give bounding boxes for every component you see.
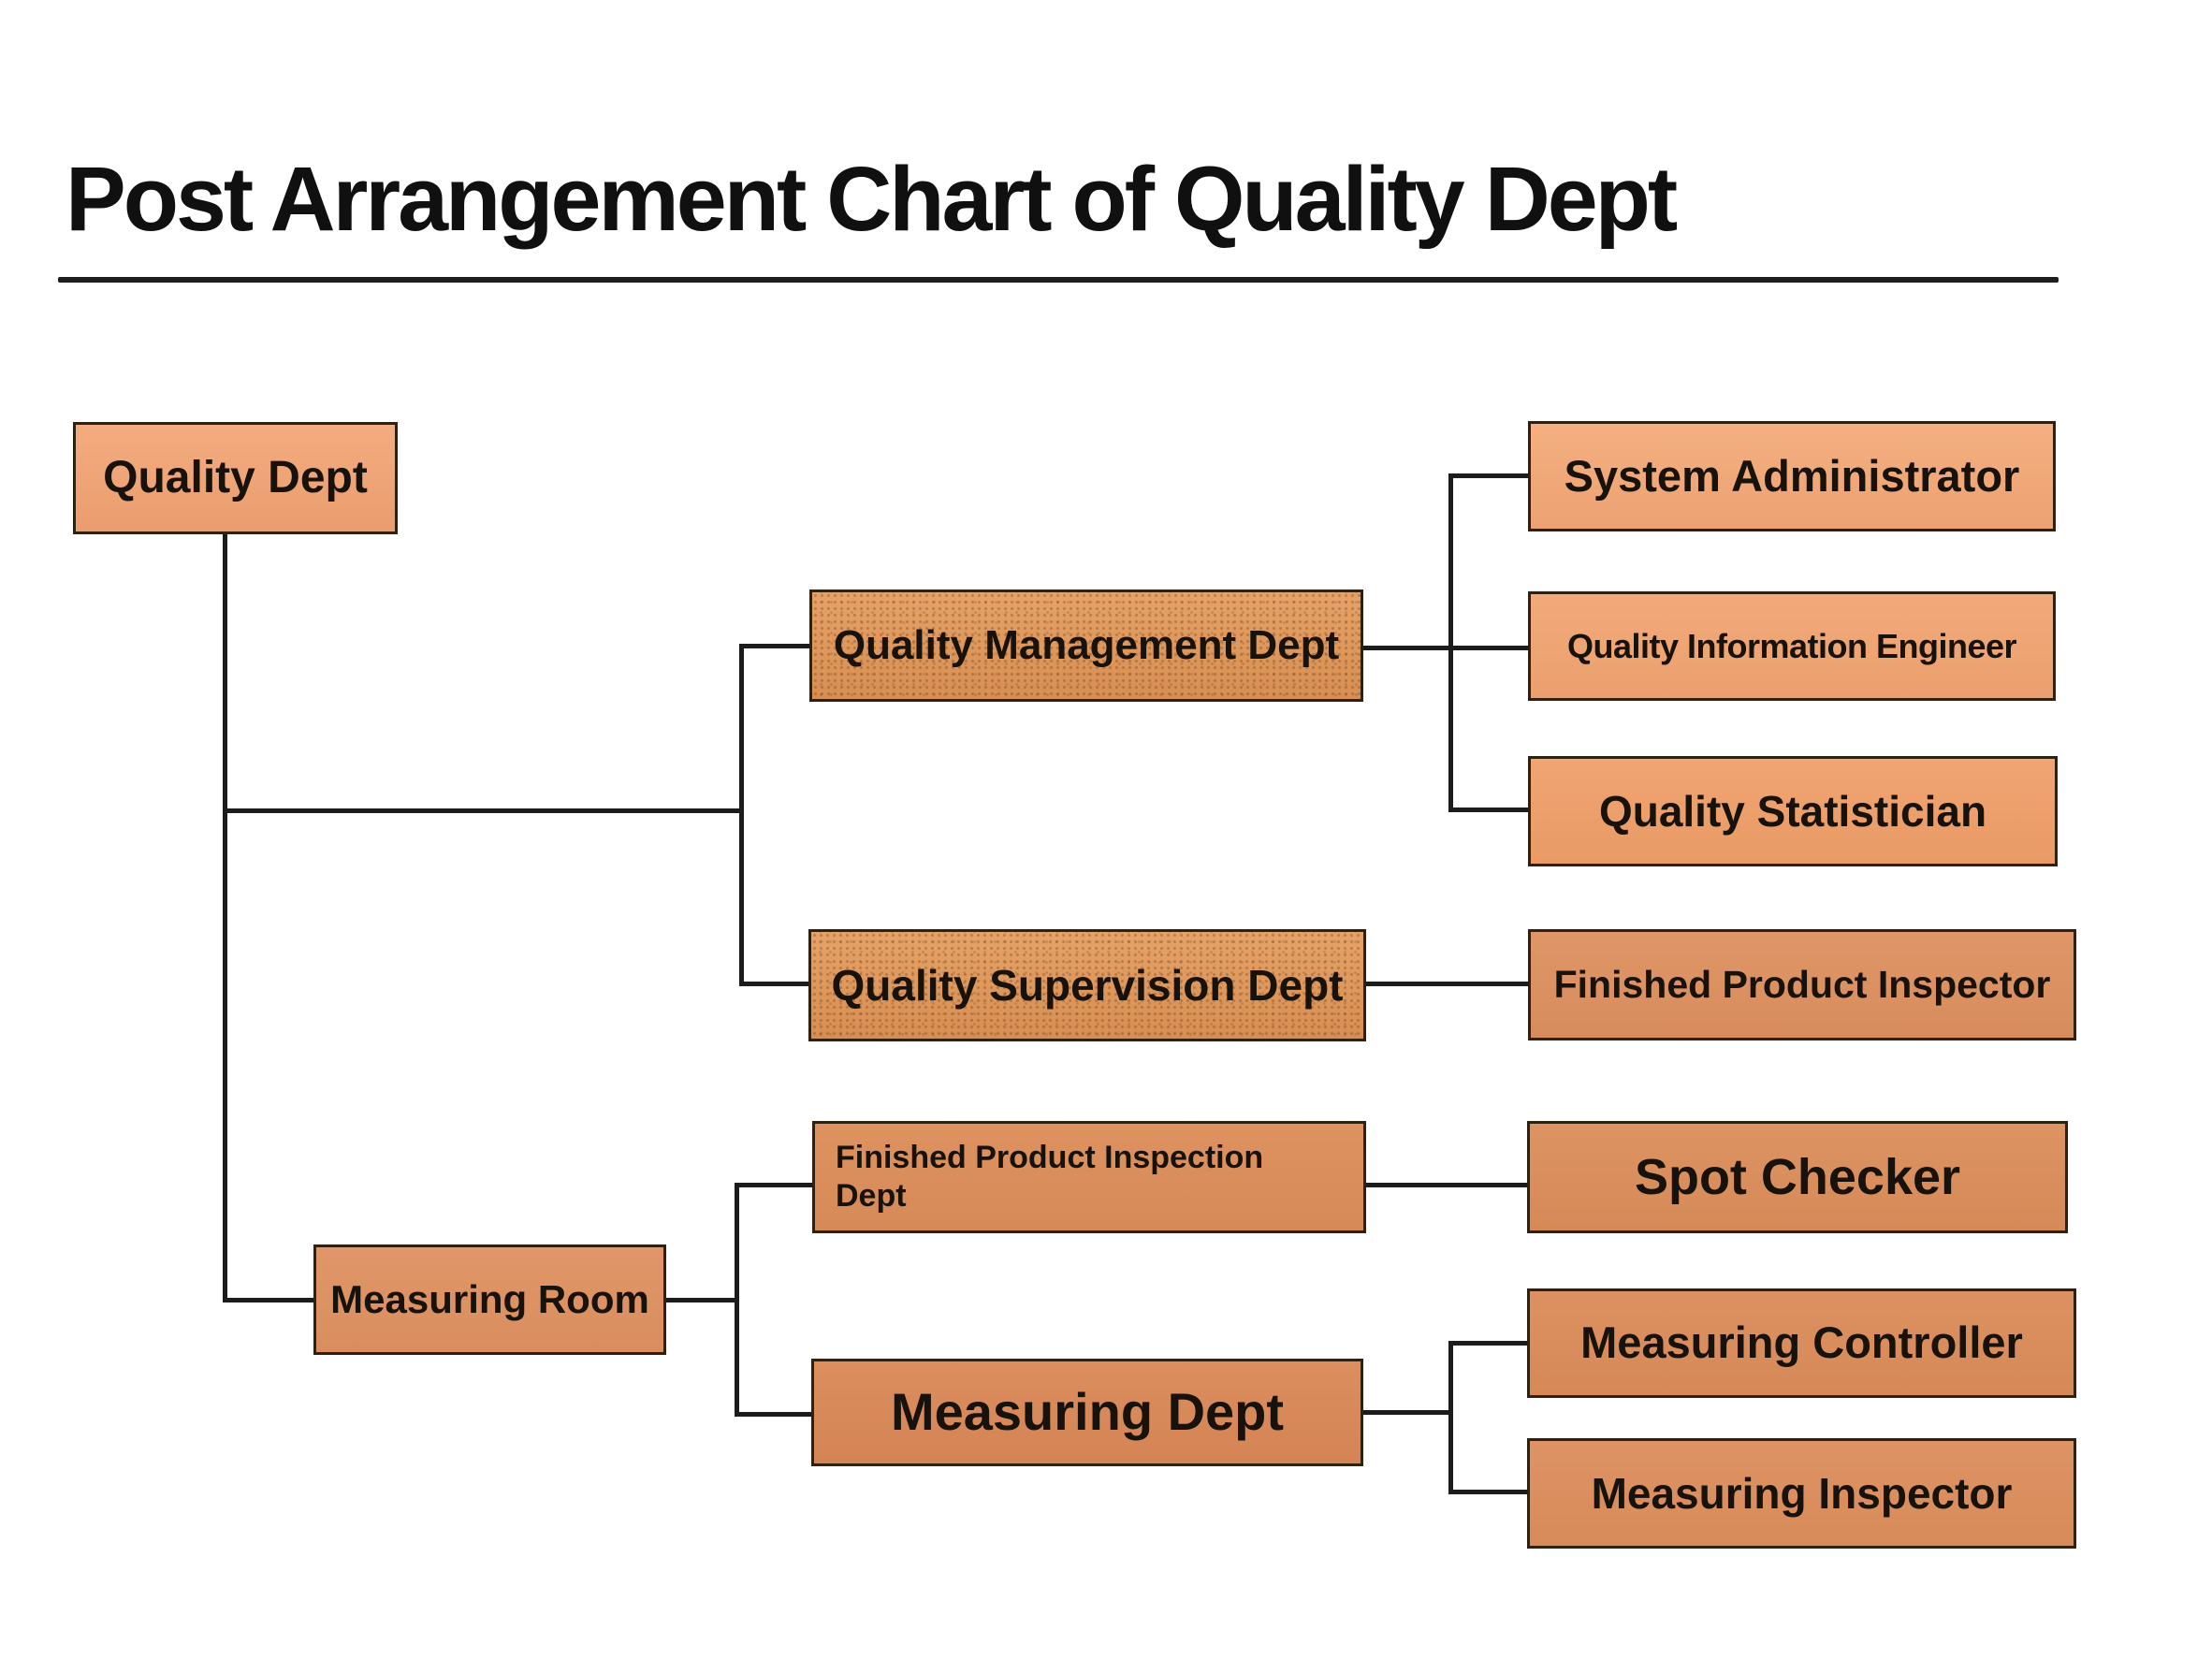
node-spot-checker: Spot Checker <box>1527 1121 2068 1233</box>
connector-rail-management-supervision <box>739 644 744 986</box>
connector-stub-measuring-dept <box>735 1412 813 1417</box>
connector-stub-quality-statistician <box>1448 808 1530 812</box>
node-label: System Administrator <box>1564 450 2020 501</box>
connector-trunk-vertical <box>223 533 227 1302</box>
connector-rail-measuring-dept-children <box>1448 1341 1453 1494</box>
connector-stub-quality-supervision <box>739 982 811 986</box>
connector-stub-quality-management <box>739 644 812 648</box>
node-quality-statistician: Quality Statistician <box>1528 756 2058 866</box>
connector-stub-system-administrator <box>1448 473 1530 478</box>
title-underline <box>58 277 2059 283</box>
connector-branch-management <box>223 808 744 813</box>
node-label: Spot Checker <box>1634 1148 1961 1205</box>
connector-quality-management-children <box>1361 646 1530 650</box>
node-measuring-room: Measuring Room <box>313 1244 666 1355</box>
node-label: Quality Management Dept <box>833 621 1340 668</box>
node-finished-product-inspection-dept: Finished Product Inspection Dept <box>812 1121 1366 1233</box>
node-quality-management-dept: Quality Management Dept <box>809 589 1363 702</box>
node-label: Measuring Dept <box>890 1382 1285 1442</box>
node-label: Quality Supervision Dept <box>831 960 1344 1010</box>
node-quality-supervision-dept: Quality Supervision Dept <box>808 929 1366 1041</box>
connector-rail-measuring-room-children <box>735 1183 739 1417</box>
connector-measuring-room-children <box>664 1298 739 1302</box>
node-label: Quality Information Engineer <box>1566 626 2017 665</box>
node-label: Measuring Room <box>330 1276 649 1321</box>
connector-measuring-dept-children <box>1361 1410 1451 1415</box>
node-label: Measuring Controller <box>1580 1317 2023 1368</box>
node-quality-dept: Quality Dept <box>73 422 398 534</box>
connector-inspection-dept-to-spot-checker <box>1364 1183 1529 1187</box>
connector-stub-finished-product-inspection-dept <box>735 1183 814 1187</box>
node-label: Finished Product Inspector <box>1553 962 2051 1006</box>
node-quality-information-engineer: Quality Information Engineer <box>1528 591 2056 701</box>
node-label: Quality Statistician <box>1598 786 1987 836</box>
connector-rail-management-children <box>1448 473 1453 812</box>
connector-branch-measuring-room <box>223 1298 316 1302</box>
node-system-administrator: System Administrator <box>1528 421 2056 531</box>
node-label: Quality Dept <box>103 453 368 503</box>
node-measuring-controller: Measuring Controller <box>1527 1288 2076 1398</box>
node-measuring-dept: Measuring Dept <box>811 1359 1363 1466</box>
node-measuring-inspector: Measuring Inspector <box>1527 1438 2076 1549</box>
node-finished-product-inspector: Finished Product Inspector <box>1528 929 2076 1041</box>
node-label: Measuring Inspector <box>1591 1468 2013 1518</box>
node-label: Finished Product Inspection Dept <box>836 1140 1264 1214</box>
connector-stub-measuring-inspector <box>1448 1490 1529 1494</box>
connector-supervision-to-inspector <box>1364 982 1530 986</box>
page-title: Post Arrangement Chart of Quality Dept <box>65 148 1678 250</box>
connector-stub-measuring-controller <box>1448 1341 1529 1346</box>
